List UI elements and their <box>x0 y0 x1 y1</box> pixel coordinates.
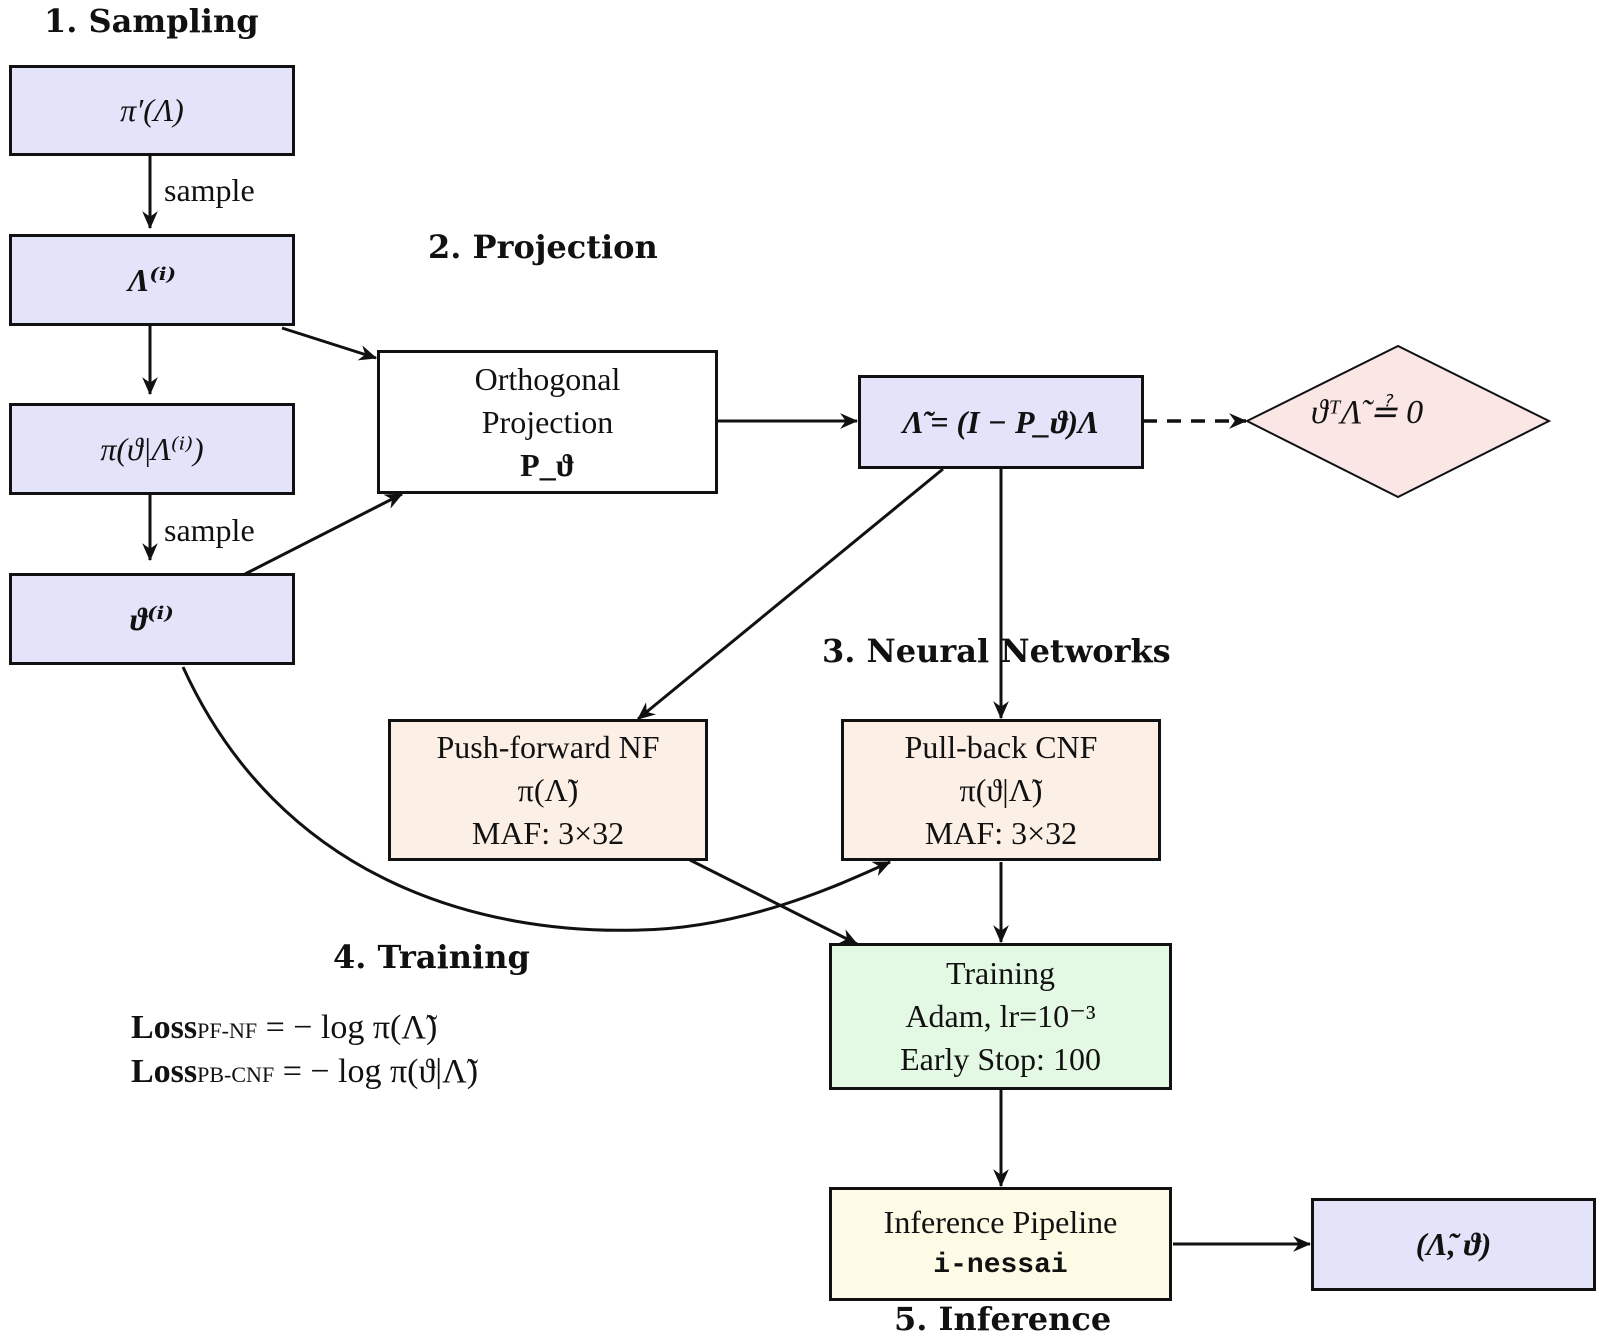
loss-pb-cnf-name: Loss <box>131 1053 198 1090</box>
projection-line-1: Orthogonal <box>474 360 621 397</box>
edge-label-sample-2: sample <box>164 512 255 548</box>
edge-theta-to-projection <box>244 492 404 576</box>
node-prior-lambda: π′(Λ) <box>9 65 295 156</box>
node-conditional-prior: π(ϑ|Λ⁽ⁱ⁾) <box>9 403 295 495</box>
training-line-3: Early Stop: 100 <box>900 1041 1101 1077</box>
node-conditional-prior-label: π(ϑ|Λ⁽ⁱ⁾) <box>100 430 204 467</box>
stage-title-neural-networks: 3. Neural Networks <box>822 632 1171 670</box>
inference-line-2: i-nessai <box>933 1250 1068 1281</box>
stage-title-inference: 5. Inference <box>894 1300 1112 1338</box>
loss-pb-cnf-expr: = − log π(ϑ|Λ̃) <box>274 1053 479 1090</box>
node-push-forward-nf: Push-forward NF π(Λ̃) MAF: 3×32 <box>388 719 708 861</box>
training-line-1: Training <box>945 955 1056 991</box>
push-forward-line-2: π(Λ̃) <box>517 771 579 808</box>
projection-line-3: P_ϑ <box>520 446 575 483</box>
pull-back-line-3: MAF: 3×32 <box>924 814 1078 851</box>
edge-lambda-to-projection <box>281 326 378 361</box>
loss-pf-nf-expr: = − log π(Λ̃) <box>257 1009 438 1046</box>
node-output: (Λ̃, ϑ) <box>1311 1198 1596 1291</box>
node-projected-lambda-label: Λ̃ = (I − P_ϑ)Λ <box>902 403 1100 440</box>
loss-pf-nf: LossPF-NF = − log π(Λ̃) <box>131 1006 437 1053</box>
node-theta-sample-label: ϑ⁽ⁱ⁾ <box>130 600 174 637</box>
node-orthogonal-projection: Orthogonal Projection P_ϑ <box>377 350 718 494</box>
inference-line-1: Inference Pipeline <box>883 1204 1118 1240</box>
edge-label-sample-1: sample <box>164 172 255 208</box>
orthogonality-check-label: ϑᵀΛ̃ ≟ 0 <box>1310 394 1424 431</box>
node-inference-pipeline: Inference Pipeline i-nessai <box>829 1187 1172 1301</box>
loss-pf-nf-name: Loss <box>131 1009 198 1046</box>
node-lambda-sample: Λ⁽ⁱ⁾ <box>9 234 295 326</box>
training-line-2: Adam, lr=10⁻³ <box>905 998 1096 1034</box>
loss-pb-cnf: LossPB-CNF = − log π(ϑ|Λ̃) <box>131 1050 478 1097</box>
pull-back-line-1: Pull-back CNF <box>904 728 1098 765</box>
edge-projected-to-pushforward <box>637 467 944 721</box>
node-training: Training Adam, lr=10⁻³ Early Stop: 100 <box>829 943 1172 1090</box>
node-prior-lambda-label: π′(Λ) <box>120 92 184 128</box>
stage-title-projection: 2. Projection <box>428 228 658 266</box>
node-pull-back-cnf: Pull-back CNF π(ϑ|Λ̃) MAF: 3×32 <box>841 719 1161 861</box>
node-lambda-sample-label: Λ⁽ⁱ⁾ <box>127 261 177 298</box>
node-theta-sample: ϑ⁽ⁱ⁾ <box>9 573 295 665</box>
push-forward-line-1: Push-forward NF <box>436 728 660 765</box>
stage-title-sampling: 1. Sampling <box>44 2 259 40</box>
loss-pb-cnf-subscript: PB-CNF <box>197 1062 275 1087</box>
orthogonality-check-diamond <box>1244 344 1552 499</box>
projection-line-2: Projection <box>481 403 614 440</box>
stage-title-training: 4. Training <box>333 938 530 976</box>
edge-theta-to-pullback <box>181 666 892 932</box>
edge-pushforward-to-training <box>689 858 859 946</box>
pull-back-line-2: π(ϑ|Λ̃) <box>959 771 1043 808</box>
node-projected-lambda: Λ̃ = (I − P_ϑ)Λ <box>858 375 1144 469</box>
push-forward-line-3: MAF: 3×32 <box>471 814 625 851</box>
loss-pf-nf-subscript: PF-NF <box>197 1018 258 1043</box>
node-output-label: (Λ̃, ϑ) <box>1415 1226 1492 1262</box>
